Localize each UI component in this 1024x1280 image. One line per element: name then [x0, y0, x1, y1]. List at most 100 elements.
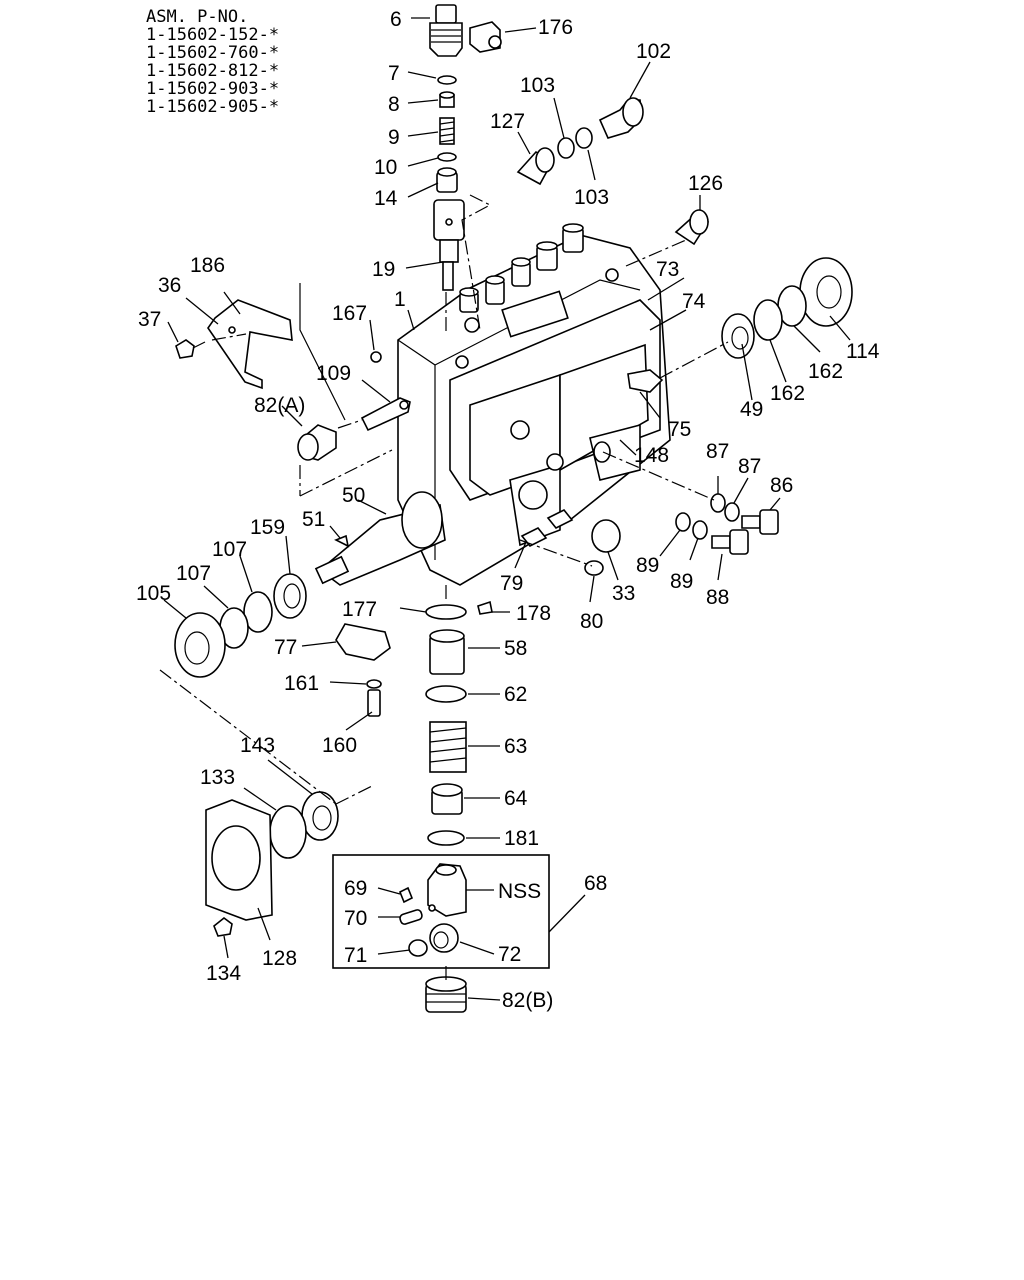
o-ring-7	[437, 75, 457, 85]
washer-161	[366, 679, 382, 689]
callout-89a: 89	[636, 554, 659, 577]
callout-167: 167	[332, 302, 367, 325]
part-number-3: 1-15602-812-*	[146, 61, 279, 81]
spring-63	[429, 721, 467, 773]
callout-89b: 89	[670, 570, 693, 593]
callout-64: 64	[504, 787, 528, 810]
callout-14: 14	[374, 187, 398, 210]
part-number-2: 1-15602-760-*	[146, 43, 279, 63]
callout-79: 79	[500, 572, 523, 595]
plug-148	[593, 441, 611, 463]
callout-37: 37	[138, 308, 161, 331]
inlet-fitting-127	[516, 147, 555, 186]
washer-87b	[724, 502, 740, 522]
delivery-valve-holder	[429, 4, 463, 57]
gasket-103b	[575, 127, 593, 149]
callout-33: 33	[612, 582, 635, 605]
callout-161: 161	[284, 672, 319, 695]
callout-143: 143	[240, 734, 275, 757]
shim-162b	[753, 299, 783, 341]
callout-82b: 82(B)	[502, 989, 553, 1012]
callout-181: 181	[504, 827, 539, 850]
nss-block	[427, 863, 467, 917]
callout-87b: 87	[738, 455, 761, 478]
tappet-stack	[425, 600, 493, 846]
callout-107a: 107	[212, 538, 247, 561]
callout-labels: 6 176 7 8 9 10 14 19 102 103 103 127 126…	[136, 8, 880, 1012]
part-71	[408, 939, 428, 957]
callout-159: 159	[250, 516, 285, 539]
lever-109	[360, 397, 411, 432]
oil-seal-143	[301, 791, 339, 841]
callout-19: 19	[372, 258, 395, 281]
callout-nss: NSS	[498, 880, 541, 903]
callout-148: 148	[634, 444, 669, 467]
fitting-75	[627, 369, 664, 393]
callout-10: 10	[374, 156, 397, 179]
callout-63: 63	[504, 735, 527, 758]
bolt-37	[175, 339, 206, 359]
callout-74: 74	[682, 290, 706, 313]
part-number-5: 1-15602-905-*	[146, 97, 279, 117]
callout-114: 114	[846, 340, 880, 363]
plunger-barrel-19	[433, 199, 465, 291]
callout-49: 49	[740, 398, 763, 421]
callout-126: 126	[688, 172, 723, 195]
pump-housing	[397, 234, 671, 586]
shim-107a	[243, 591, 273, 633]
camshaft-50	[314, 491, 446, 586]
callout-6: 6	[390, 8, 402, 31]
screw-178	[477, 600, 493, 615]
assembly-center-lines	[159, 194, 729, 980]
bolt-134	[213, 916, 233, 937]
callout-162b: 162	[770, 382, 805, 405]
collar-177	[425, 604, 467, 620]
header-title: ASM. P-NO.	[146, 7, 248, 27]
callout-58: 58	[504, 637, 527, 660]
bolt-160	[367, 689, 381, 717]
plug-82a	[297, 424, 337, 461]
washer-89a	[675, 512, 691, 532]
callout-133: 133	[200, 766, 235, 789]
callout-69: 69	[344, 877, 367, 900]
callout-160: 160	[322, 734, 357, 757]
plug-82b	[425, 976, 467, 1013]
banjo-bolt-102	[598, 97, 644, 139]
callout-102: 102	[636, 40, 671, 63]
valve-part-8	[439, 91, 455, 108]
callout-50: 50	[342, 484, 365, 507]
cover-128	[205, 799, 273, 921]
pin-70	[399, 909, 423, 925]
screw-167	[370, 351, 382, 363]
bracket-186	[207, 299, 293, 390]
valve-spring-9	[439, 117, 455, 145]
bearing-114	[799, 257, 853, 327]
washer-89b	[692, 520, 708, 540]
spring-seat-64	[431, 783, 463, 815]
bracket-outline	[299, 283, 346, 421]
bearing-105	[174, 612, 226, 678]
leader-lines	[163, 17, 851, 1001]
callout-80: 80	[580, 610, 603, 633]
callout-162a: 162	[808, 360, 843, 383]
callout-88: 88	[706, 586, 729, 609]
pin-69	[398, 886, 414, 904]
callout-72: 72	[498, 943, 521, 966]
o-ring-133	[269, 805, 307, 859]
assembly-part-number-header: ASM. P-NO. 1-15602-152-* 1-15602-760-* 1…	[146, 7, 279, 117]
gasket-103a	[557, 137, 575, 159]
o-ring-33	[591, 519, 621, 553]
nut-80	[584, 560, 604, 576]
callout-51: 51	[302, 508, 325, 531]
callout-176: 176	[538, 16, 573, 39]
bolt-86	[741, 509, 779, 535]
callout-127: 127	[490, 110, 525, 133]
callout-36: 36	[158, 274, 181, 297]
callout-9: 9	[388, 126, 400, 149]
callout-73: 73	[656, 258, 679, 281]
clamp-176	[469, 21, 502, 53]
valve-seat-14	[436, 167, 458, 193]
callout-70: 70	[344, 907, 367, 930]
key-51	[334, 534, 350, 548]
